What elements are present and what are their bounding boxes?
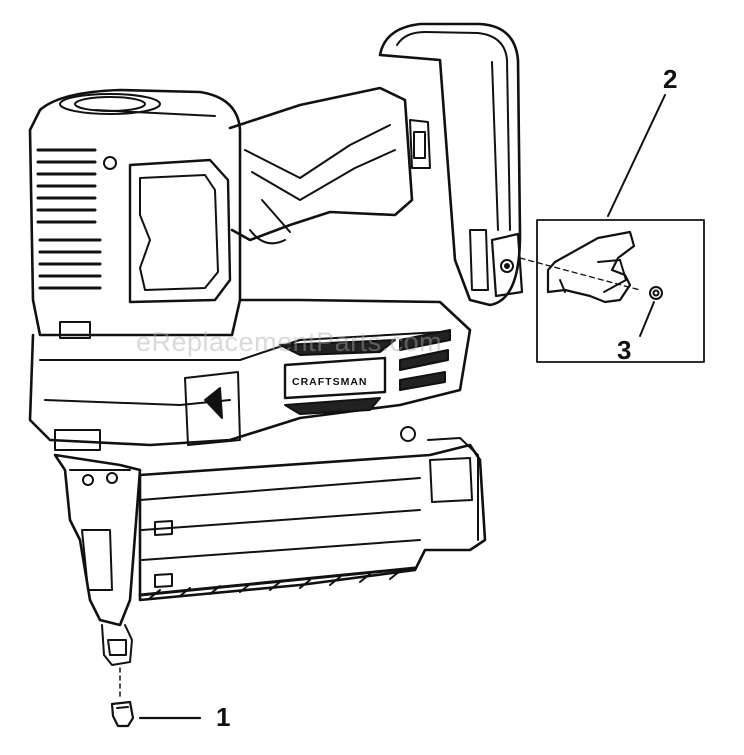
part-1-no-mar-tip: [110, 667, 135, 728]
main-body: [28, 298, 472, 451]
watermark-text: eReplacementParts.com: [136, 327, 443, 357]
battery-pack: [378, 22, 522, 307]
detail-box: [536, 219, 705, 363]
callout-number-2: 2: [663, 64, 678, 94]
clip-mount: [490, 232, 524, 298]
brand-label: CRAFTSMAN: [292, 376, 368, 388]
callout-number-1: 1: [216, 702, 231, 732]
part-2-belt-hook: [546, 230, 636, 304]
callout-number-3: 3: [617, 335, 632, 365]
callout-2-leader: [607, 94, 666, 217]
magazine: [138, 426, 487, 602]
motor-housing: [28, 88, 242, 339]
handle: [228, 86, 414, 245]
part-3-screw: [519, 257, 663, 300]
nose-assembly: [53, 453, 142, 666]
callout-3-leader: [639, 301, 655, 337]
